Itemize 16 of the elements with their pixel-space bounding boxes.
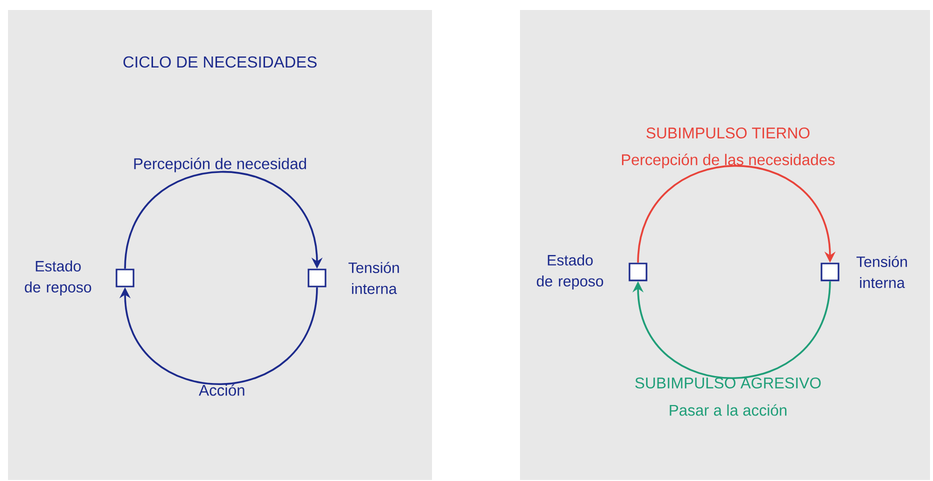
panel <box>520 10 930 480</box>
state-label: Estado de reposo <box>24 260 92 296</box>
arrow <box>632 281 831 379</box>
arrow <box>124 171 323 269</box>
arrow <box>637 165 836 263</box>
state-label: Tensión interna <box>348 262 399 294</box>
state-label: Tensión interna <box>856 256 907 288</box>
edge-label: Percepción de necesidad <box>134 158 306 172</box>
edge-label: Percepción de las necesidades <box>622 154 835 168</box>
edge-label: Pasar a la acción <box>670 404 786 416</box>
impulse-heading: SUBIMPULSO TIERNO <box>646 128 810 138</box>
panel-title: CICLO DE NECESIDADES <box>123 56 317 68</box>
state-label: Estado de reposo <box>536 254 604 290</box>
arrow <box>119 287 318 385</box>
edge-label: Acción <box>198 384 244 396</box>
impulse-heading: SUBIMPULSO AGRESIVO <box>635 378 821 388</box>
